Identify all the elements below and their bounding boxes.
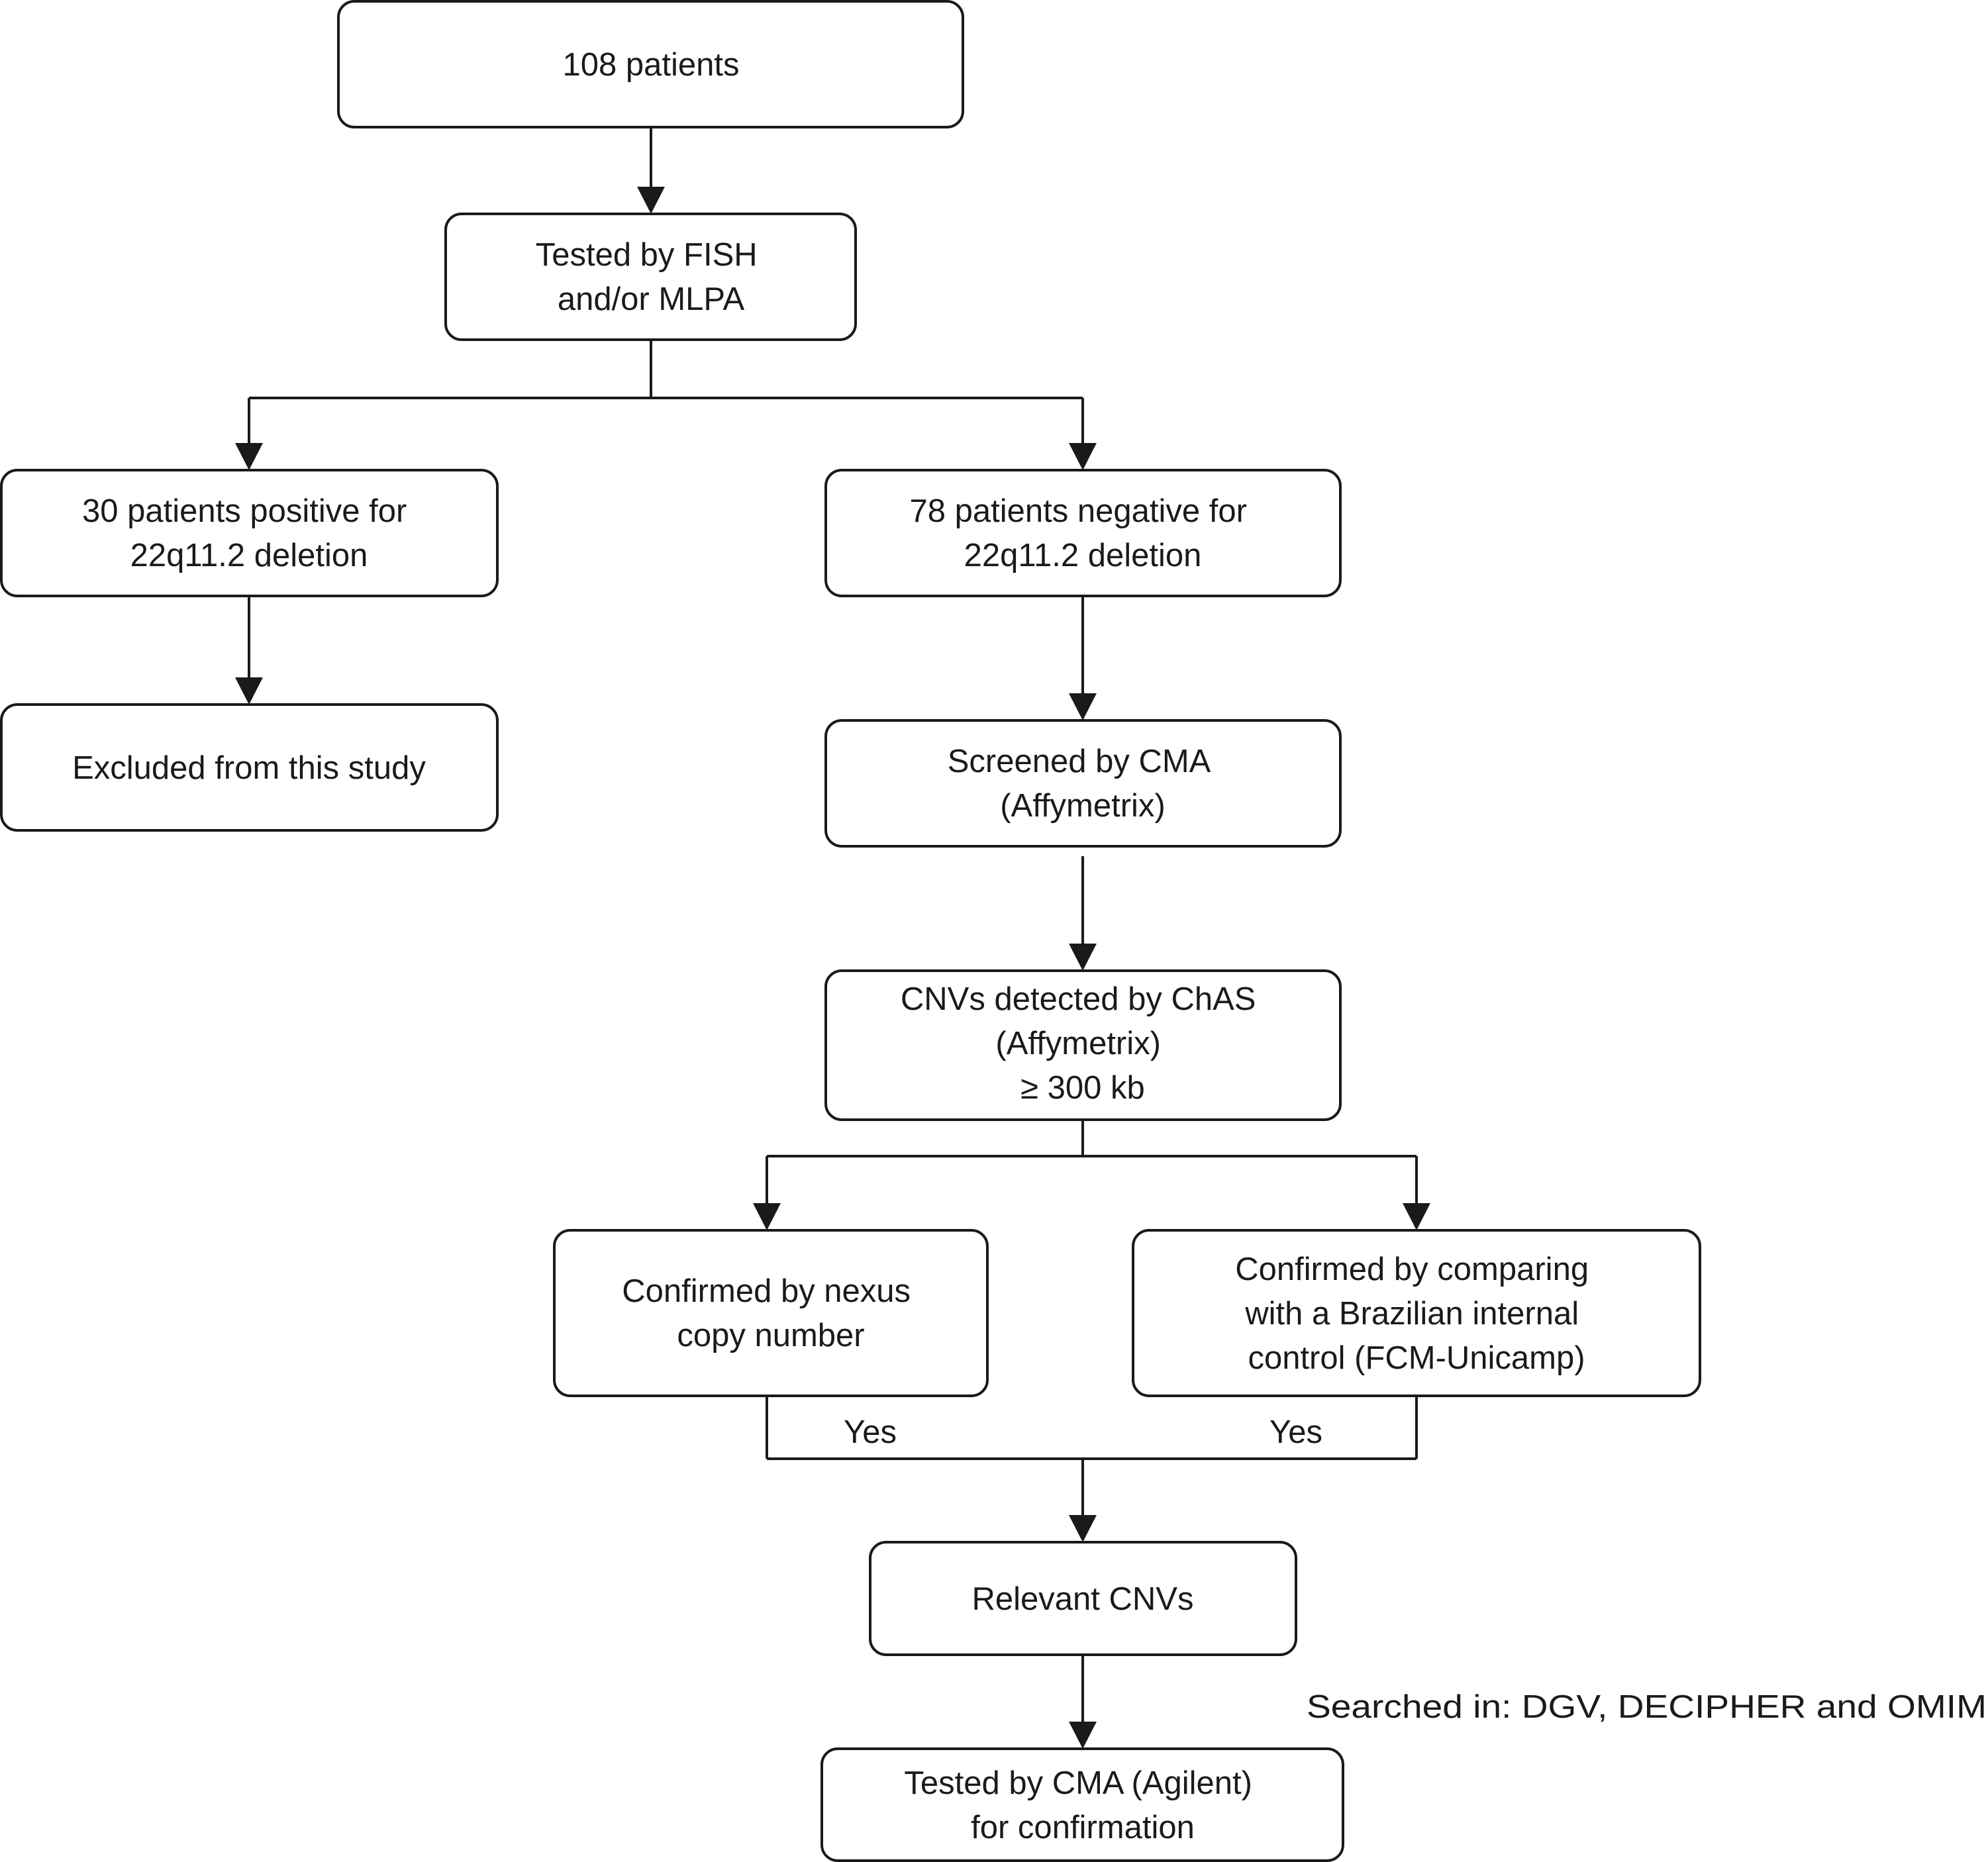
connector-split-to-positive [235, 398, 263, 470]
node-positive-deletion: 30 patients positive for 22q11.2 deletio… [0, 469, 499, 597]
node-negative-deletion: 78 patients negative for 22q11.2 deletio… [824, 469, 1342, 597]
node-screened-cma-text: Screened by CMA (Affymetrix) [948, 744, 1218, 824]
node-relevant-cnvs-text: Relevant CNVs [972, 1581, 1194, 1617]
node-confirmed-nexus-text: Confirmed by nexus copy number [622, 1273, 919, 1353]
node-excluded-text: Excluded from this study [72, 750, 426, 786]
connector-positive-to-excluded [235, 596, 263, 705]
connector-split-to-brazilian [1403, 1156, 1430, 1230]
node-tested-fish-mlpa-text: Tested by FISH and/or MLPA [536, 237, 767, 317]
edge-label-yes-left: Yes [844, 1414, 897, 1450]
node-excluded: Excluded from this study [0, 703, 499, 832]
node-negative-deletion-text: 78 patients negative for 22q11.2 deletio… [909, 493, 1256, 573]
connector-1-to-2 [637, 127, 665, 214]
node-tested-agilent-text: Tested by CMA (Agilent) for confirmation [904, 1765, 1261, 1845]
connector-split-to-nexus [753, 1156, 781, 1230]
node-screened-cma: Screened by CMA (Affymetrix) [824, 719, 1342, 848]
side-note-databases: Searched in: DGV, DECIPHER and OMIM [1307, 1689, 1987, 1725]
node-confirmed-nexus: Confirmed by nexus copy number [553, 1229, 989, 1397]
connector-screened-to-cnvs [1069, 856, 1097, 971]
node-confirmed-brazilian-text: Confirmed by comparing with a Brazilian … [1235, 1251, 1597, 1376]
connector-merge-yes [766, 1396, 1418, 1460]
connector-relevant-to-agilent [1069, 1655, 1097, 1749]
edge-label-yes-right: Yes [1269, 1414, 1322, 1450]
node-relevant-cnvs: Relevant CNVs [869, 1541, 1297, 1656]
connector-2-split [249, 340, 1083, 399]
node-tested-fish-mlpa: Tested by FISH and/or MLPA [444, 213, 857, 341]
node-positive-deletion-text: 30 patients positive for 22q11.2 deletio… [82, 493, 416, 573]
connector-negative-to-screened [1069, 596, 1097, 720]
node-108-patients: 108 patients [337, 0, 964, 128]
connector-split-to-negative [1069, 398, 1097, 470]
node-108-patients-text: 108 patients [563, 47, 740, 83]
node-cnvs-detected: CNVs detected by ChAS (Affymetrix) ≥ 300… [824, 969, 1342, 1121]
node-tested-agilent: Tested by CMA (Agilent) for confirmation [820, 1747, 1344, 1862]
connector-merge-to-relevant [1069, 1459, 1097, 1542]
node-cnvs-detected-text: CNVs detected by ChAS (Affymetrix) ≥ 300… [901, 981, 1265, 1106]
node-confirmed-brazilian: Confirmed by comparing with a Brazilian … [1132, 1229, 1701, 1397]
connector-cnvs-split [767, 1120, 1416, 1157]
